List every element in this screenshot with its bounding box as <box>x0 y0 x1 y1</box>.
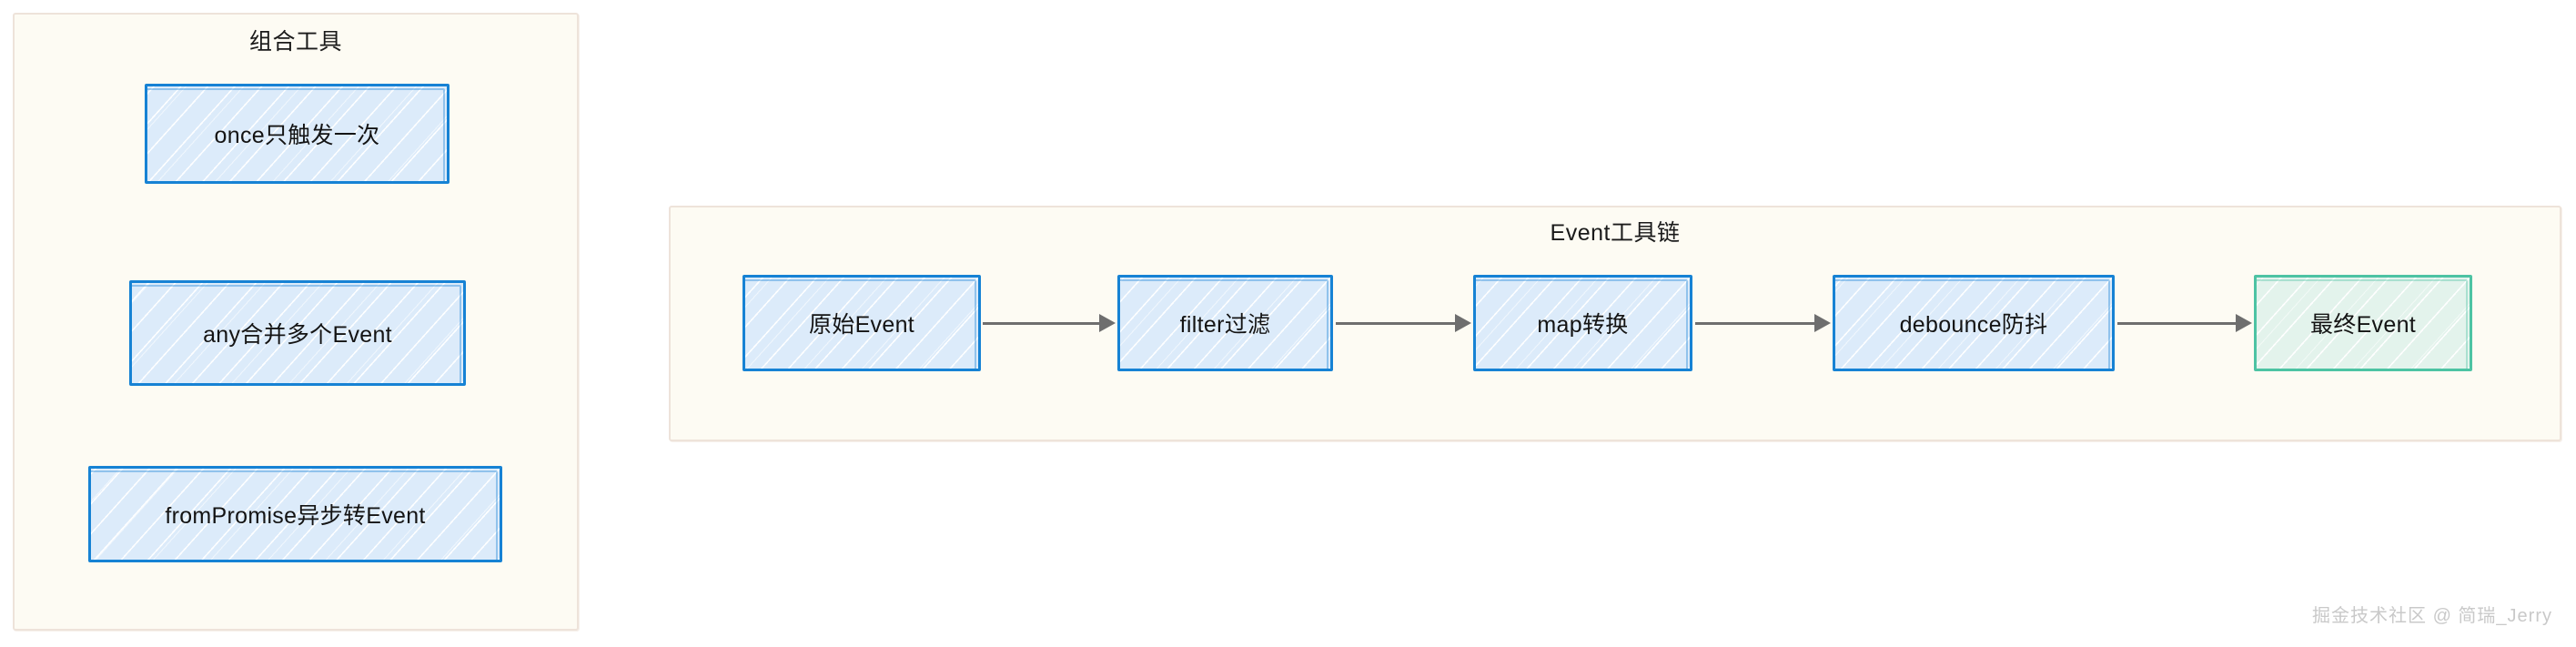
group-title-compose-tools: 组合工具 <box>248 29 342 55</box>
node-debounce-label: debounce防抖 <box>1899 312 2048 338</box>
node-once[interactable]: once只触发一次 <box>145 84 450 184</box>
node-map[interactable]: map转换 <box>1473 275 1692 371</box>
watermark: 掘金技术社区 @ 简瑞_Jerry <box>2312 606 2552 626</box>
arrow-shaft <box>1336 322 1456 325</box>
arrowhead-icon <box>1455 314 1471 332</box>
node-map-label: map转换 <box>1537 312 1629 338</box>
node-filter[interactable]: filter过滤 <box>1117 275 1333 371</box>
arrowhead-icon <box>1099 314 1116 332</box>
group-title-event-chain: Event工具链 <box>1550 220 1681 246</box>
node-raw-event[interactable]: 原始Event <box>742 275 981 371</box>
arrow-debounce-to-final <box>2117 314 2252 332</box>
node-filter-label: filter过滤 <box>1179 312 1271 338</box>
node-final-event-label: 最终Event <box>2309 312 2417 338</box>
arrow-shaft <box>2117 322 2237 325</box>
node-any-label: any合并多个Event <box>203 322 392 348</box>
group-event-chain: Event工具链 原始Event filter过滤 map转换 debounce… <box>669 206 2561 441</box>
node-raw-event-label: 原始Event <box>808 312 915 338</box>
arrow-shaft <box>1695 322 1815 325</box>
arrowhead-icon <box>2236 314 2252 332</box>
node-debounce[interactable]: debounce防抖 <box>1833 275 2115 371</box>
group-compose-tools: 组合工具 once只触发一次 any合并多个Event fromPromise异… <box>13 13 579 631</box>
arrow-filter-to-map <box>1336 314 1471 332</box>
node-once-label: once只触发一次 <box>214 123 380 148</box>
arrow-map-to-debounce <box>1695 314 1831 332</box>
node-frompromise[interactable]: fromPromise异步转Event <box>88 466 502 562</box>
node-frompromise-label: fromPromise异步转Event <box>165 503 426 529</box>
arrow-shaft <box>983 322 1100 325</box>
node-final-event[interactable]: 最终Event <box>2254 275 2472 371</box>
arrow-raw-to-filter <box>983 314 1116 332</box>
arrowhead-icon <box>1814 314 1831 332</box>
node-any[interactable]: any合并多个Event <box>129 280 466 386</box>
